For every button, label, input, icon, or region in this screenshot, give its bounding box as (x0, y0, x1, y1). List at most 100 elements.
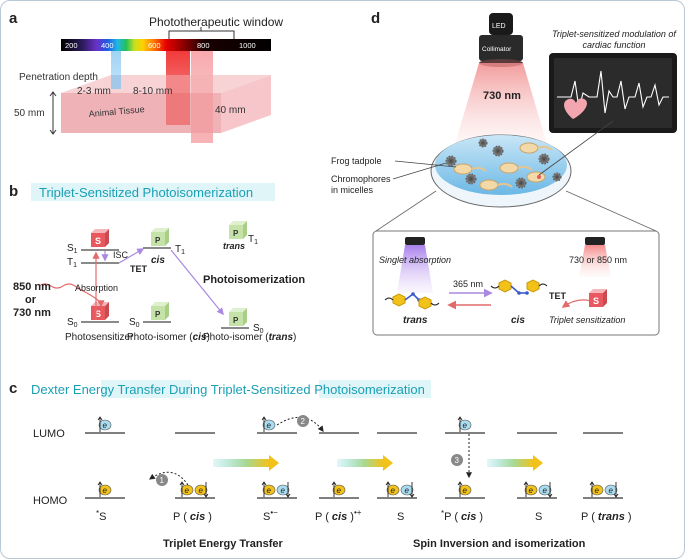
micelles (445, 138, 562, 189)
photoswitch-cube-trans-triplet: P (229, 221, 247, 239)
electron-icon: e (194, 482, 209, 498)
monitor-title-line-2: cardiac function (582, 40, 645, 50)
photo-isomer-cis-label: Photo-isomer (cis) (127, 332, 210, 343)
step-3-badge (451, 454, 463, 466)
micelle (478, 138, 488, 148)
svg-text:S: S (593, 296, 599, 306)
step-1-arrow (149, 471, 189, 486)
uv-beam (397, 245, 433, 293)
panel-a-label: a (9, 10, 18, 27)
cis-label: cis (151, 255, 165, 266)
led-wavelength: 730 nm (483, 90, 521, 102)
hexagon (526, 279, 540, 293)
animal-tissue-label: Animal Tissue (88, 104, 145, 119)
window-bracket (168, 30, 235, 39)
zoom-line-left (375, 190, 437, 232)
s0-label-sensitizer: S0 (67, 317, 78, 329)
transition-arrowhead-2 (383, 455, 393, 471)
electron-icon: e (400, 482, 415, 498)
svg-text:P: P (155, 310, 161, 319)
triplet-sensitization-label: Triplet sensitization (549, 315, 625, 325)
species-label-p-cis: P ( cis ) (173, 511, 212, 523)
panel-c: c Dexter Energy Transfer During Triplet-… (9, 380, 632, 550)
zoom-line-right (565, 190, 657, 232)
monitor-title-line-1: Triplet-sensitized modulation of (552, 29, 677, 39)
species-label-p-cis-excited: *P ( cis ) (441, 509, 483, 523)
sensitizer-cube-excited: S (91, 229, 109, 247)
spectrum-tick: 800 (197, 41, 210, 50)
micelle (515, 177, 527, 189)
short-wavelength-beam (111, 51, 121, 91)
svg-text:e: e (529, 486, 534, 495)
chromophores-label-1: Chromophores (331, 174, 391, 184)
hexagon (498, 279, 512, 293)
svg-text:e: e (103, 421, 108, 430)
collimator (479, 35, 523, 61)
step-3-number: 3 (455, 456, 460, 465)
hexagon (392, 293, 406, 307)
phototherapeutic-window-label: Phototherapeutic window (149, 15, 283, 29)
panel-b-label: b (9, 183, 18, 200)
uv-lamp (405, 237, 425, 245)
svg-text:P: P (155, 236, 161, 245)
electron-icon: e (97, 416, 112, 432)
svg-text:e: e (103, 486, 108, 495)
species-label-s-radical-anion: S•− (263, 508, 278, 523)
micelle (465, 173, 477, 185)
svg-text:e: e (199, 486, 204, 495)
tet-inset-label: TET (549, 291, 567, 301)
svg-text:e: e (543, 486, 548, 495)
svg-text:e: e (337, 486, 342, 495)
panel-b-title-highlight (31, 183, 275, 201)
tet-label: TET (130, 264, 148, 274)
isc-label: ISC (113, 250, 129, 260)
spectrum-ticks: 200 400 600 800 1000 (65, 41, 256, 50)
step-1-number: 1 (160, 476, 165, 485)
tadpole (526, 171, 546, 183)
svg-text:e: e (391, 486, 396, 495)
electron-icon: e (589, 481, 604, 497)
t1-label-cis: T1 (175, 244, 185, 256)
wavelength-850: 850 nm (13, 281, 51, 293)
led-head (489, 13, 513, 35)
triplet-energy-transfer-label: Triplet Energy Transfer (163, 538, 284, 550)
photo-isomer-trans-label: Photo-isomer (trans) (203, 332, 296, 343)
transition-arrowhead-1 (269, 455, 279, 471)
panel-c-title-highlight-2 (319, 380, 431, 398)
panel-d: d LED Collimator 730 nm Triplet-sensitiz… (331, 10, 677, 336)
energy-level-lines (85, 432, 623, 499)
svg-text:P: P (233, 316, 239, 325)
panel-c-title: Dexter Energy Transfer During Triplet-Se… (31, 382, 425, 397)
electron-icon: e (538, 482, 553, 498)
spectrum-tick: 1000 (239, 41, 256, 50)
svg-text:e: e (595, 486, 600, 495)
micelle (552, 172, 562, 182)
svg-text:e: e (463, 486, 468, 495)
transition-arrow-2 (337, 459, 383, 467)
depth-2-3mm: 2-3 mm (77, 86, 111, 97)
tet-arrow (118, 248, 145, 264)
cis-photoswitch (490, 279, 548, 295)
electron-icon: e (261, 481, 276, 497)
panel-c-label: c (9, 380, 17, 397)
electron-icon: e (457, 416, 472, 432)
electron-icon: e (457, 481, 472, 497)
spectrum-tick: 600 (148, 41, 161, 50)
svg-text:e: e (463, 421, 468, 430)
svg-text:P: P (233, 229, 239, 238)
transition-arrow-1 (213, 459, 269, 467)
t1-label-trans: T1 (248, 234, 258, 246)
panel-b-title: Triplet-Sensitized Photoisomerization (39, 185, 253, 200)
svg-text:S: S (95, 236, 101, 246)
heart-icon (564, 98, 587, 119)
uv-wavelength-label: 365 nm (453, 279, 483, 289)
svg-text:e: e (281, 486, 286, 495)
spectrum-tick: 400 (101, 41, 114, 50)
sensitizer-cube-ground: S (91, 302, 109, 320)
photoisomerization-label: Photoisomerization (203, 274, 305, 286)
species-label-s: S (397, 511, 404, 523)
s0-label-cis: S0 (129, 317, 140, 329)
electron-icon: e (523, 481, 538, 497)
